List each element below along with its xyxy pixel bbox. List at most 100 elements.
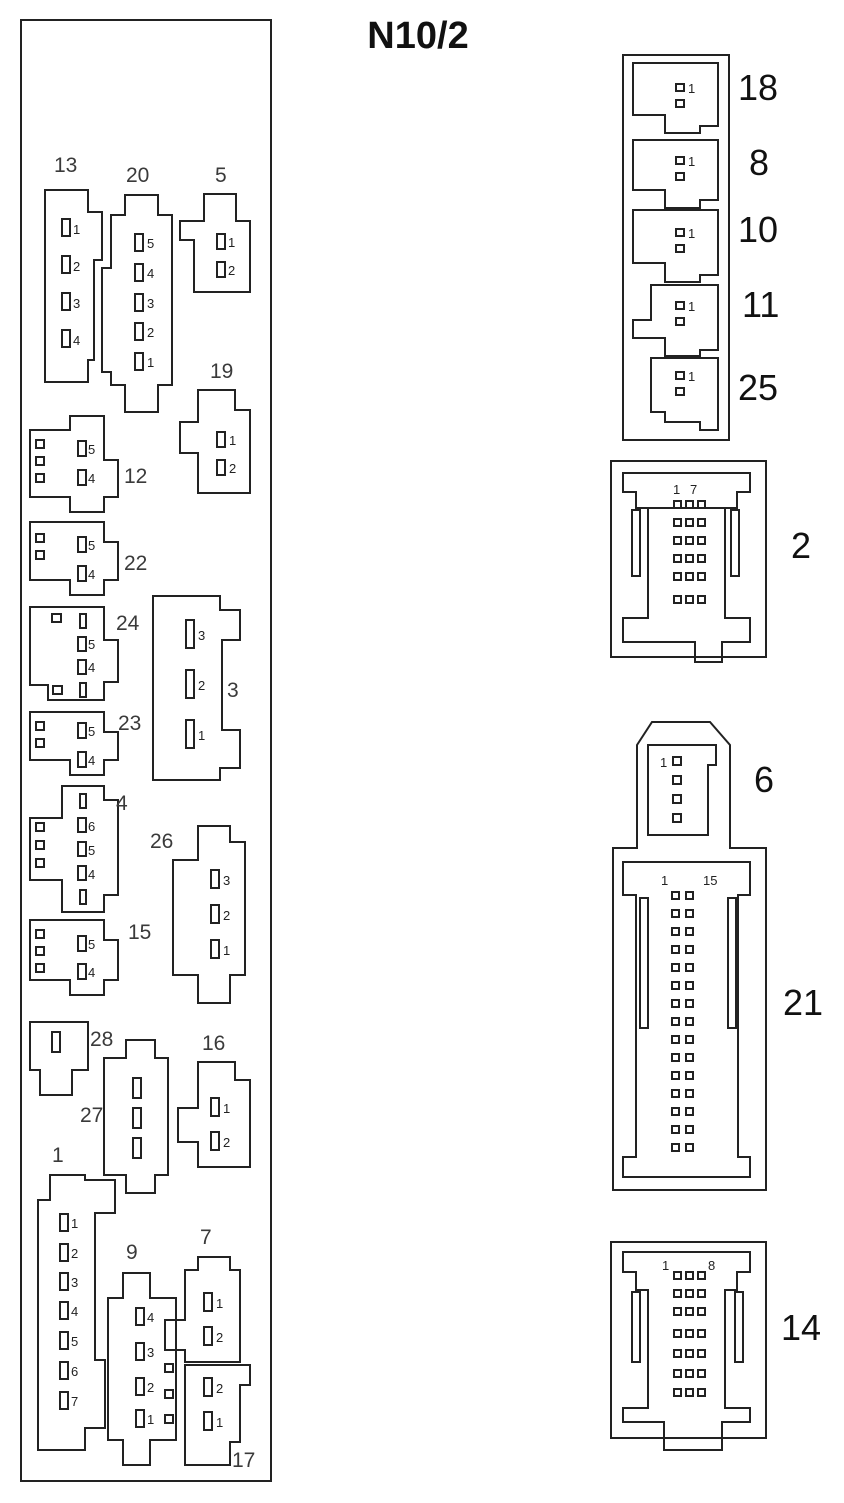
pin-label: 3 — [223, 873, 230, 888]
connector-17-label: 17 — [232, 1449, 255, 1472]
pin-label: 4 — [88, 867, 95, 882]
pin-label: 5 — [71, 1334, 78, 1349]
pin-label: 2 — [198, 678, 205, 693]
connector-17: 17 2 1 — [184, 1364, 255, 1472]
connector-7: 7 1 2 — [164, 1226, 241, 1363]
pin-label: 5 — [88, 637, 95, 652]
connector-14: 1 8 14 — [610, 1241, 821, 1451]
pin-label: 6 — [88, 819, 95, 834]
connector-15: 15 5 4 — [29, 919, 151, 996]
pin-label: 1 — [223, 1101, 230, 1116]
pin-label: 3 — [71, 1275, 78, 1290]
connector-24: 24 5 4 — [29, 606, 140, 701]
pin-label: 4 — [88, 965, 95, 980]
pin-label: 4 — [71, 1304, 78, 1319]
connector-26-label: 26 — [150, 830, 173, 853]
pin-label: 5 — [88, 442, 95, 457]
connector-22-label: 22 — [124, 552, 147, 575]
pin-label: 1 — [229, 433, 236, 448]
pin-label: 5 — [88, 937, 95, 952]
connector-28-label: 28 — [90, 1028, 113, 1051]
pin-label: 1 — [688, 226, 695, 241]
pin-label: 2 — [229, 461, 236, 476]
connector-4: 4 6 5 4 — [29, 785, 128, 913]
pin-label: 7 — [690, 482, 697, 497]
pin-label: 8 — [708, 1258, 715, 1273]
pin-label: 1 — [688, 369, 695, 384]
connector-20-label: 20 — [126, 164, 149, 187]
pin-label: 3 — [198, 628, 205, 643]
pin-label: 1 — [660, 755, 667, 770]
pin-label: 3 — [147, 296, 154, 311]
pin-label: 1 — [216, 1415, 223, 1430]
pin-label: 1 — [688, 154, 695, 169]
pin-label: 1 — [688, 299, 695, 314]
connector-5: 5 1 2 — [179, 164, 251, 293]
connector-23-label: 23 — [118, 712, 141, 735]
pin-label: 15 — [703, 873, 717, 888]
connector-6-label: 6 — [754, 759, 774, 800]
connector-15-label: 15 — [128, 921, 151, 944]
connector-stack-18-8-10-11-25: 1 1 1 1 1 18 8 10 11 25 — [622, 54, 779, 441]
pin-label: 1 — [661, 873, 668, 888]
pin-label: 5 — [88, 538, 95, 553]
connector-3-label: 3 — [227, 679, 239, 702]
connector-13-label: 13 — [54, 154, 77, 177]
pin-label: 1 — [147, 355, 154, 370]
connector-11-label: 11 — [742, 284, 779, 325]
connector-22: 22 5 4 — [29, 521, 147, 596]
pin-label: 4 — [147, 266, 154, 281]
pin-label: 2 — [147, 325, 154, 340]
connector-19-label: 19 — [210, 360, 233, 383]
pin-label: 1 — [662, 1258, 669, 1273]
pin-label: 4 — [88, 753, 95, 768]
connector-10-label: 10 — [738, 209, 778, 250]
connector-26: 26 3 2 1 — [150, 825, 246, 1004]
connector-21-label: 21 — [783, 982, 823, 1023]
pin-label: 5 — [88, 724, 95, 739]
pin-label: 1 — [216, 1296, 223, 1311]
pin-label: 1 — [223, 943, 230, 958]
pin-label: 1 — [228, 235, 235, 250]
connector-13: 13 1 2 3 4 — [44, 154, 103, 383]
pin-label: 1 — [147, 1412, 154, 1427]
pin-label: 2 — [216, 1330, 223, 1345]
connector-8-label: 8 — [749, 142, 769, 183]
connector-3: 3 3 2 1 — [152, 595, 241, 781]
connector-5-label: 5 — [215, 164, 227, 187]
pin-label: 2 — [147, 1380, 154, 1395]
pin-label: 3 — [147, 1345, 154, 1360]
pin-label: 1 — [73, 222, 80, 237]
connector-9-label: 9 — [126, 1241, 138, 1264]
connector-28: 28 — [29, 1021, 113, 1096]
pin-label: 4 — [88, 660, 95, 675]
pin-label: 4 — [88, 567, 95, 582]
pin-label: 2 — [223, 908, 230, 923]
connector-27: 27 — [80, 1039, 169, 1194]
connector-25-label: 25 — [738, 367, 778, 408]
connector-9: 9 4 3 2 1 — [107, 1241, 177, 1466]
pin-label: 5 — [88, 843, 95, 858]
connector-19: 19 1 2 — [179, 360, 251, 494]
pin-label: 1 — [688, 81, 695, 96]
pin-label: 2 — [223, 1135, 230, 1150]
connector-2: 1 7 2 — [610, 460, 811, 663]
pin-label: 6 — [71, 1364, 78, 1379]
pin-label: 1 — [198, 728, 205, 743]
diagram-title: N10/2 — [367, 15, 468, 57]
connector-1: 1 1 2 3 4 5 6 7 — [37, 1144, 116, 1451]
left-panel-frame — [20, 19, 272, 1482]
connector-18-label: 18 — [738, 67, 778, 108]
pin-label: 2 — [216, 1381, 223, 1396]
connector-12-label: 12 — [124, 465, 147, 488]
connector-24-label: 24 — [116, 612, 140, 635]
connector-16: 16 1 2 — [177, 1032, 251, 1168]
pin-label: 2 — [71, 1246, 78, 1261]
connector-14-label: 14 — [781, 1307, 821, 1348]
connector-7-label: 7 — [200, 1226, 212, 1249]
connector-1-label: 1 — [52, 1144, 64, 1167]
pin-label: 2 — [73, 259, 80, 274]
pin-label: 7 — [71, 1394, 78, 1409]
pin-label: 3 — [73, 296, 80, 311]
